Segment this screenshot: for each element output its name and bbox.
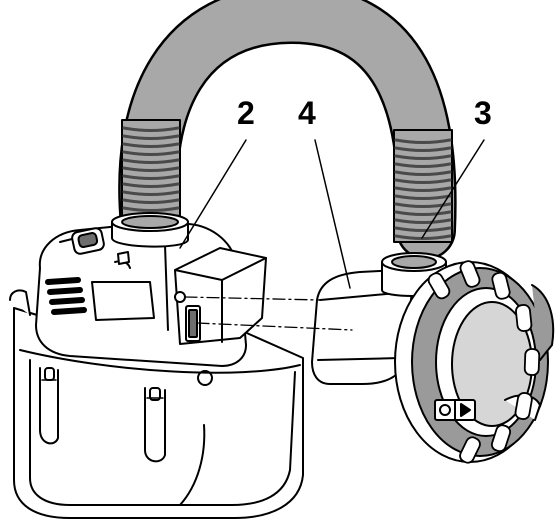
alignment-lines [184,296,353,331]
hose-rib [394,186,452,192]
callout-4: 4 [298,95,316,131]
hose-rib [122,150,180,156]
hose-rib [394,146,452,152]
hose-rib [394,162,452,168]
leader-lines [179,139,485,289]
hose-rib [394,234,452,240]
hose-rib [394,170,452,176]
hose-rib [394,226,452,232]
hose-rib [394,178,452,184]
callout-2: 2 [237,95,255,131]
hose-corrugation-left [121,119,181,226]
hose-rib [394,154,452,160]
lens-grip [459,436,481,464]
hose-rib [394,218,452,224]
lens-grip [459,260,481,288]
hose-rib [394,194,452,200]
hose-rib [122,126,180,132]
head-mount [174,247,267,345]
hose-rib [122,158,180,164]
hose-rib [122,166,180,172]
lens-grip [491,271,511,300]
hose-rib [394,202,452,208]
hose-rib [394,210,452,216]
lens-grip [515,304,533,332]
hose-rib [122,182,180,188]
lens-grip [427,272,451,300]
callout-3: 3 [474,95,492,131]
hose-rib [394,138,452,144]
hose-rib [122,134,180,140]
flexible-hose [118,0,457,260]
lens-grip [490,424,512,453]
hose-rib [122,206,180,212]
hose-corrugation-right [393,129,453,243]
hose-rib [122,142,180,148]
hose-rib [122,198,180,204]
hose-rib [122,190,180,196]
lamp-lens-ring [394,260,555,464]
lens-grip [523,348,541,376]
lamp-head [311,252,447,385]
lens-grip [514,392,533,420]
hose-rib [122,174,180,180]
body-collar [111,212,189,248]
